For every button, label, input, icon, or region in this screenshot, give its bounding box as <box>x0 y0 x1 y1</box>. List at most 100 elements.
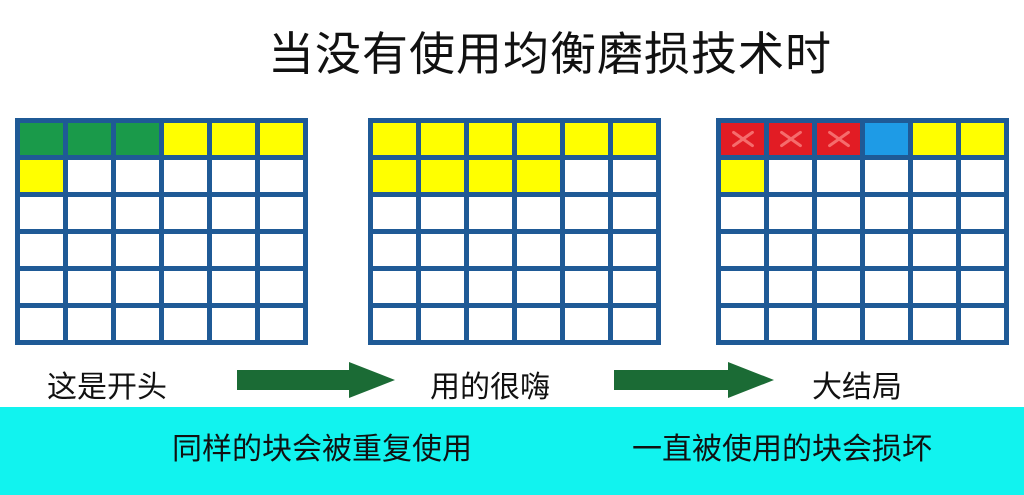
block-cell <box>961 123 1004 155</box>
caption-end: 大结局 <box>812 370 902 405</box>
block-cell <box>769 308 812 340</box>
block-cell <box>164 160 207 192</box>
block-cell <box>817 308 860 340</box>
block-cell <box>116 197 159 229</box>
block-cell <box>961 234 1004 266</box>
block-cell <box>865 271 908 303</box>
block-cell <box>260 123 303 155</box>
block-cell <box>613 271 656 303</box>
block-cell <box>68 234 111 266</box>
block-cell <box>20 160 63 192</box>
block-grid-end <box>716 118 1009 345</box>
block-cell <box>817 160 860 192</box>
block-cell <box>260 308 303 340</box>
block-cell <box>116 234 159 266</box>
block-cell <box>613 160 656 192</box>
block-cell <box>913 123 956 155</box>
block-cell <box>212 160 255 192</box>
block-cell <box>817 197 860 229</box>
block-cell <box>517 123 560 155</box>
block-cell <box>68 197 111 229</box>
block-cell <box>20 271 63 303</box>
block-cell <box>469 197 512 229</box>
block-cell <box>613 234 656 266</box>
block-cell <box>212 308 255 340</box>
block-cell <box>469 234 512 266</box>
block-cell <box>865 160 908 192</box>
block-cell <box>373 234 416 266</box>
block-cell <box>116 271 159 303</box>
arrow-shape <box>237 362 395 398</box>
block-cell <box>20 234 63 266</box>
block-cell <box>469 123 512 155</box>
block-cell <box>517 197 560 229</box>
block-cell <box>164 234 207 266</box>
page-title: 当没有使用均衡磨损技术时 <box>268 27 832 81</box>
band-text-left: 同样的块会被重复使用 <box>172 432 472 467</box>
block-cell <box>613 123 656 155</box>
block-cell <box>517 160 560 192</box>
info-band <box>0 407 1024 495</box>
block-cell <box>721 234 764 266</box>
block-cell <box>613 308 656 340</box>
block-cell <box>517 271 560 303</box>
block-cell <box>164 308 207 340</box>
block-cell <box>373 197 416 229</box>
block-cell <box>769 271 812 303</box>
block-cell <box>68 308 111 340</box>
arrow-shape <box>614 362 774 398</box>
block-cell <box>260 234 303 266</box>
block-cell <box>565 160 608 192</box>
block-cell <box>913 308 956 340</box>
block-cell <box>769 197 812 229</box>
block-cell <box>421 197 464 229</box>
block-cell <box>421 271 464 303</box>
block-cell <box>20 197 63 229</box>
block-cell <box>517 308 560 340</box>
block-cell <box>421 123 464 155</box>
block-cell <box>913 234 956 266</box>
block-grid-start <box>15 118 308 345</box>
block-cell <box>817 271 860 303</box>
block-cell <box>469 308 512 340</box>
block-cell <box>565 234 608 266</box>
block-cell <box>164 197 207 229</box>
right-arrow-icon <box>614 362 774 398</box>
block-cell <box>212 271 255 303</box>
block-cell <box>565 123 608 155</box>
caption-middle: 用的很嗨 <box>430 370 550 405</box>
block-cell <box>721 271 764 303</box>
block-cell <box>373 160 416 192</box>
block-cell <box>613 197 656 229</box>
block-cell <box>20 308 63 340</box>
block-cell <box>421 308 464 340</box>
block-cell <box>865 308 908 340</box>
block-cell <box>212 123 255 155</box>
block-cell <box>565 197 608 229</box>
block-cell <box>212 234 255 266</box>
block-cell <box>373 271 416 303</box>
block-cell <box>721 160 764 192</box>
block-cell <box>373 123 416 155</box>
block-cell <box>865 234 908 266</box>
band-text-right: 一直被使用的块会损坏 <box>632 432 932 467</box>
block-cell <box>769 234 812 266</box>
block-cell <box>913 197 956 229</box>
caption-start: 这是开头 <box>47 370 167 405</box>
block-cell <box>116 123 159 155</box>
block-grid-middle <box>368 118 661 345</box>
block-cell <box>565 308 608 340</box>
block-cell <box>421 160 464 192</box>
block-cell <box>260 160 303 192</box>
block-cell <box>164 271 207 303</box>
block-cell <box>913 271 956 303</box>
block-cell <box>517 234 560 266</box>
block-cell <box>865 123 908 155</box>
right-arrow-icon <box>237 362 395 398</box>
damaged-block-cell <box>817 123 860 155</box>
block-cell <box>469 160 512 192</box>
block-cell <box>68 271 111 303</box>
block-cell <box>817 234 860 266</box>
block-cell <box>116 160 159 192</box>
block-cell <box>913 160 956 192</box>
